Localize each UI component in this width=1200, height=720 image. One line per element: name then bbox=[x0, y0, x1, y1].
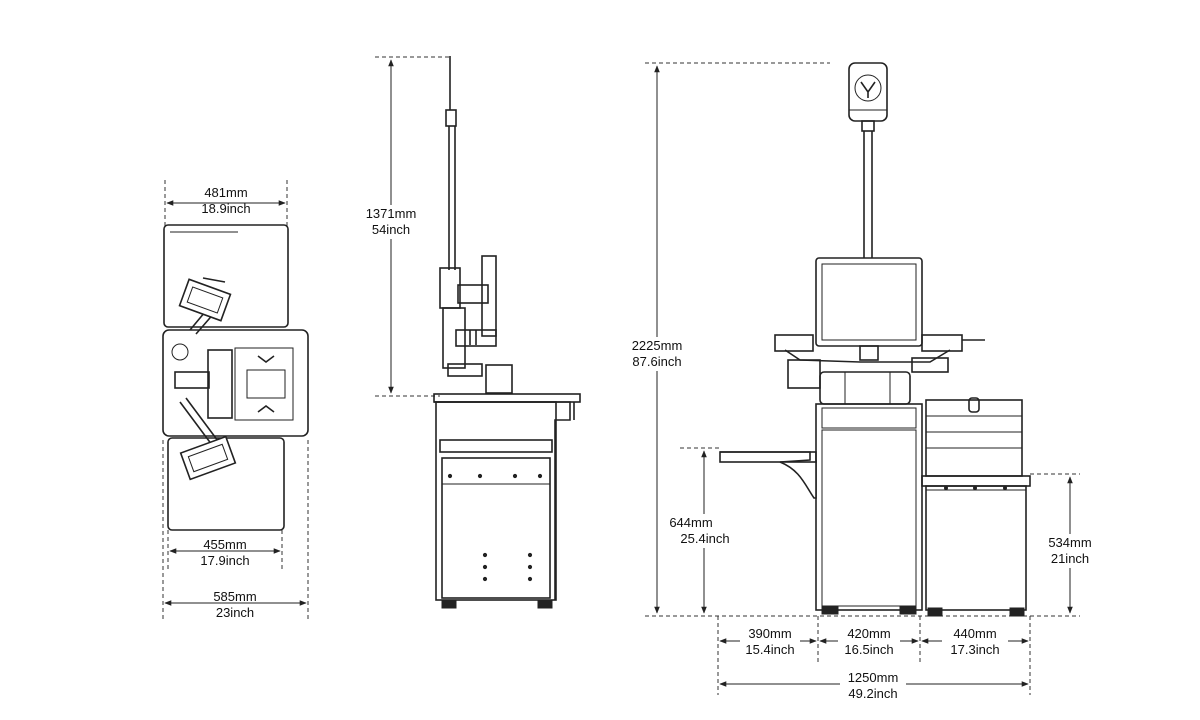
rivet-dots-right bbox=[944, 486, 1007, 490]
dim-534-inch: 21inch bbox=[1051, 551, 1089, 566]
dim-1371-inch: 54inch bbox=[372, 222, 410, 237]
dim-534-mm: 534mm bbox=[1048, 535, 1091, 550]
dim-585-inch: 23inch bbox=[216, 605, 254, 620]
dim-455-mm: 455mm bbox=[203, 537, 246, 552]
dim-1250-mm: 1250mm bbox=[848, 670, 899, 685]
dim-644-mm: 644mm bbox=[669, 515, 712, 530]
scanner bbox=[819, 371, 911, 405]
dim-644-inch: 25.4inch bbox=[680, 531, 729, 546]
dim-390-mm: 390mm bbox=[748, 626, 791, 641]
left-shelf bbox=[720, 451, 817, 499]
dim-455-inch: 17.9inch bbox=[200, 553, 249, 568]
side-view: 1371mm 54inch bbox=[360, 56, 581, 609]
rivet-dots bbox=[447, 473, 543, 582]
dim-420-mm: 420mm bbox=[847, 626, 890, 641]
dim-1371-mm: 1371mm bbox=[366, 206, 417, 221]
dim-2225-mm: 2225mm bbox=[632, 338, 683, 353]
center-cabinet bbox=[815, 403, 923, 611]
dim-481-inch: 18.9inch bbox=[201, 201, 250, 216]
monitor bbox=[815, 257, 923, 347]
top-upper-tray bbox=[163, 224, 289, 328]
dim-440-inch: 17.3inch bbox=[950, 642, 999, 657]
dim-585-mm: 585mm bbox=[213, 589, 256, 604]
dim-1250-inch: 49.2inch bbox=[848, 686, 897, 701]
dim-481-mm: 481mm bbox=[204, 185, 247, 200]
dim-2225-inch: 87.6inch bbox=[632, 354, 681, 369]
top-view: 481mm 18.9inch 455mm 17.9inch 585mm 23in… bbox=[162, 180, 309, 620]
front-view: 2225mm 87.6inch 644mm 25.4inch 534mm 21i… bbox=[625, 62, 1096, 701]
dim-440-mm: 440mm bbox=[953, 626, 996, 641]
dim-390-inch: 15.4inch bbox=[745, 642, 794, 657]
dim-420-inch: 16.5inch bbox=[844, 642, 893, 657]
kiosk-logo-icon bbox=[860, 81, 876, 98]
